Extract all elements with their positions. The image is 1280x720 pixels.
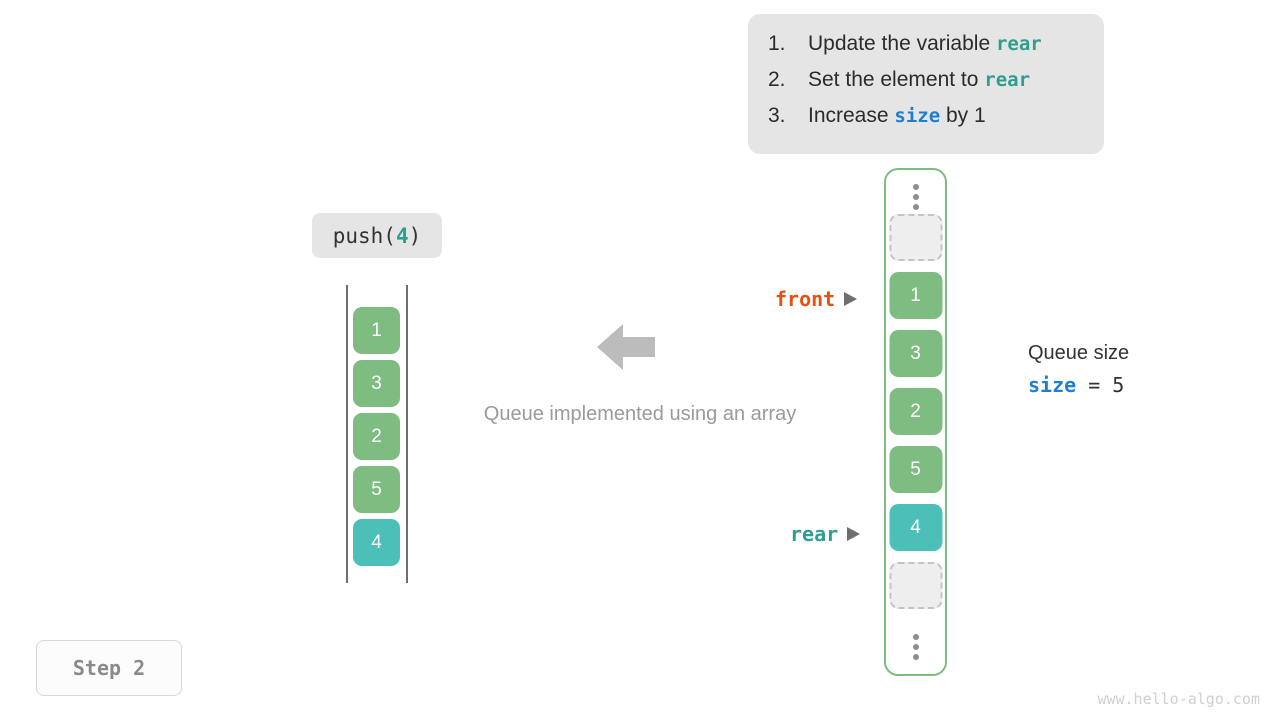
instruction-text: Update the variable rear: [808, 32, 1042, 56]
circular-array-cells: 1 3 2 5 4: [889, 214, 942, 609]
operation-label: push(4): [312, 213, 442, 258]
rear-pointer-label: rear: [790, 522, 839, 546]
front-pointer: front: [775, 287, 858, 311]
instruction-text-post: by 1: [940, 104, 986, 127]
rear-pointer: rear: [790, 522, 861, 546]
instruction-number: 1.: [768, 32, 786, 55]
step-badge: Step 2: [36, 640, 182, 696]
left-array: 1 3 2 5 4: [346, 285, 408, 583]
queue-size-title: Queue size: [1028, 342, 1130, 364]
instruction-panel: 1. Update the variable rear 2. Set the e…: [748, 14, 1104, 154]
array-cell: 2: [889, 388, 942, 435]
instruction-code-rear: rear: [995, 33, 1042, 55]
array-bracket-left: [346, 285, 348, 583]
ellipsis-top-icon: [912, 184, 919, 210]
array-cell: 3: [353, 360, 400, 407]
left-array-cells: 1 3 2 5 4: [353, 307, 400, 566]
instruction-text: Increase size by 1: [808, 104, 986, 128]
array-cell-empty: [889, 562, 942, 609]
size-value: 5: [1112, 373, 1125, 397]
array-cell: 5: [889, 446, 942, 493]
instruction-step-1: 1. Update the variable rear: [768, 32, 1082, 68]
array-cell: 2: [353, 413, 400, 460]
queue-size-expression: size = 5: [1028, 373, 1129, 397]
instruction-text-pre: Update the variable: [808, 32, 996, 55]
instruction-code-size: size: [894, 105, 941, 127]
front-pointer-label: front: [775, 287, 836, 311]
diagram-caption: Queue implemented using an array: [483, 403, 797, 425]
left-arrow-icon: [597, 322, 655, 372]
array-bracket-right: [406, 285, 408, 583]
array-cell: 5: [353, 466, 400, 513]
arrow-right-icon: [847, 527, 861, 541]
operation-label-value: 4: [395, 223, 409, 248]
ellipsis-bottom-icon: [912, 634, 919, 660]
arrow-right-icon: [844, 292, 858, 306]
operation-label-pre: push(: [332, 223, 396, 248]
array-cell-highlighted: 4: [889, 504, 942, 551]
queue-size-panel: Queue size size = 5: [1028, 342, 1129, 397]
size-variable-name: size: [1028, 373, 1077, 397]
watermark: www.hello-algo.com: [1097, 690, 1260, 708]
instruction-text: Set the element to rear: [808, 68, 1030, 92]
operation-label-post: ): [408, 223, 422, 248]
array-cell-highlighted: 4: [353, 519, 400, 566]
size-operator: =: [1076, 373, 1113, 397]
instruction-step-3: 3. Increase size by 1: [768, 104, 1082, 140]
instruction-text-pre: Increase: [808, 104, 895, 127]
instruction-number: 2.: [768, 68, 786, 91]
circular-array: 1 3 2 5 4: [884, 168, 947, 676]
array-cell: 1: [353, 307, 400, 354]
array-cell: 3: [889, 330, 942, 377]
instruction-text-pre: Set the element to: [808, 68, 985, 91]
instruction-number: 3.: [768, 104, 786, 127]
instruction-step-2: 2. Set the element to rear: [768, 68, 1082, 104]
array-cell-empty: [889, 214, 942, 261]
instruction-code-rear: rear: [984, 69, 1031, 91]
array-cell: 1: [889, 272, 942, 319]
